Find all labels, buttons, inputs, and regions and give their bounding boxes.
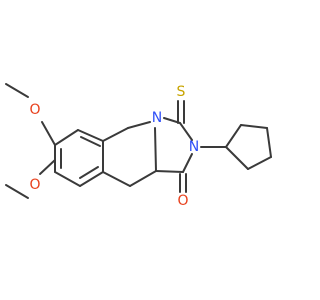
bond-layer [5,83,272,199]
bond-cyclopentyl-5 [225,146,249,170]
bond-cyclopentyl-3 [266,127,272,158]
atom-oxygen-carbonyl: O [177,193,188,209]
atom-sulfur-thione: S [177,84,186,100]
bond-benzene-4 [79,171,104,187]
bond-ch2-lower [102,171,131,187]
atom-nitrogen-ring-fusion: N [152,110,162,126]
bond-ch2-to-n [127,121,151,129]
bond-methyl-o-bottom [5,184,29,199]
bond-ch2-upper [102,127,129,142]
bond-benzene-1 [54,129,79,146]
bond-ch2-to-ch [129,170,157,187]
bond-benzene-2 [77,129,104,142]
bond-co-to-ch [155,170,184,173]
bond-benzene-2-inner [80,136,101,147]
molecule-structure-diagram: O O O N N S [5,83,272,209]
bond-methyl-o-top [5,83,29,98]
bond-cyclopentyl-4 [247,156,272,170]
bond-cs-to-n2 [179,122,193,141]
bond-cyclopentyl-2 [240,124,268,129]
atom-label-layer: O O O N N S [29,84,199,209]
bond-o-bottom-aromatic [39,159,56,175]
bond-n2-to-co [182,153,193,173]
atom-oxygen-top: O [29,102,40,118]
bond-benzene-5 [54,171,81,187]
bond-o-top-aromatic [41,121,56,146]
bond-ch-to-n [154,127,157,172]
bond-benzene-4-inner [79,166,99,179]
bond-cyclopentyl-1 [225,124,242,148]
atom-oxygen-bottom: O [29,177,40,193]
atom-nitrogen-imide: N [189,139,199,155]
